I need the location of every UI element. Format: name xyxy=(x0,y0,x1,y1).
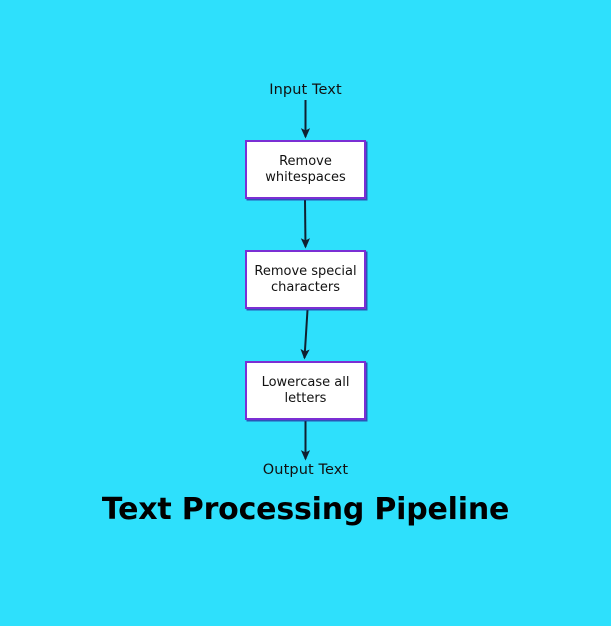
edge-node0-to-node1 xyxy=(300,199,310,249)
input-text-label: Input Text xyxy=(269,82,342,98)
output-text-label: Output Text xyxy=(262,462,349,478)
node-remove-special-characters[interactable]: Remove special characters xyxy=(245,250,366,309)
node-label: Remove special characters xyxy=(254,263,357,295)
edge-node1-to-node2 xyxy=(300,309,310,360)
diagram-title: Text Processing Pipeline xyxy=(101,492,510,527)
node-lowercase-all-letters[interactable]: Lowercase all letters xyxy=(245,361,366,420)
node-label: Lowercase all letters xyxy=(261,374,350,406)
node-label: Remove whitespaces xyxy=(265,153,346,185)
node-remove-whitespaces[interactable]: Remove whitespaces xyxy=(245,140,366,199)
